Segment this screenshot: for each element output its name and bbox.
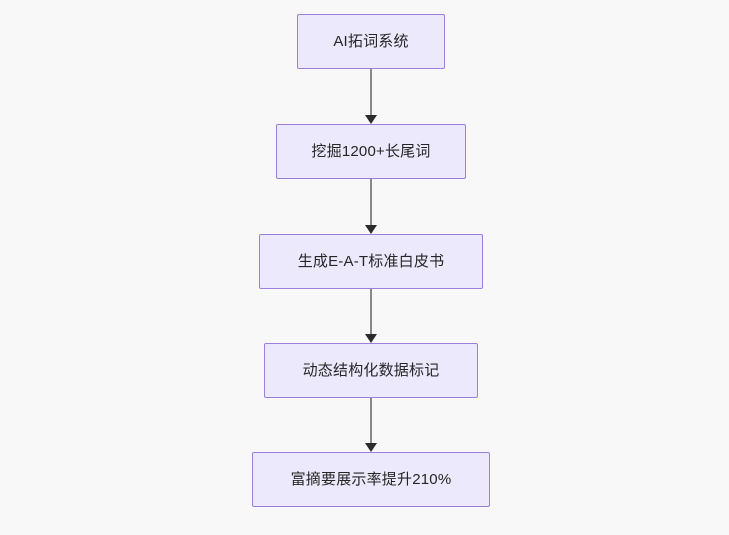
flow-node-rich-snippet-impression-lift[interactable]: 富摘要展示率提升210% <box>252 452 490 507</box>
flow-node-label: 富摘要展示率提升210% <box>290 471 452 488</box>
flow-node-label: AI拓词系统 <box>333 33 409 50</box>
flow-node-generate-eat-whitepaper[interactable]: 生成E-A-T标准白皮书 <box>259 234 483 289</box>
arrow-down-icon <box>365 334 377 343</box>
connector-line <box>370 179 372 225</box>
arrow-down-icon <box>365 115 377 124</box>
flow-node-label: 动态结构化数据标记 <box>302 362 440 379</box>
flow-connector-4 <box>365 398 377 452</box>
arrow-down-icon <box>365 225 377 234</box>
connector-line <box>370 398 372 443</box>
connector-line <box>370 69 372 115</box>
flow-node-label: 挖掘1200+长尾词 <box>311 143 431 160</box>
flow-connector-2 <box>365 179 377 234</box>
flow-connector-3 <box>365 289 377 343</box>
flow-node-mine-longtail-keywords[interactable]: 挖掘1200+长尾词 <box>276 124 466 179</box>
flow-node-dynamic-structured-data-markup[interactable]: 动态结构化数据标记 <box>264 343 478 398</box>
flow-node-label: 生成E-A-T标准白皮书 <box>297 253 445 270</box>
flow-connector-1 <box>365 69 377 124</box>
connector-line <box>370 289 372 334</box>
flow-node-ai-keyword-system[interactable]: AI拓词系统 <box>297 14 445 69</box>
arrow-down-icon <box>365 443 377 452</box>
